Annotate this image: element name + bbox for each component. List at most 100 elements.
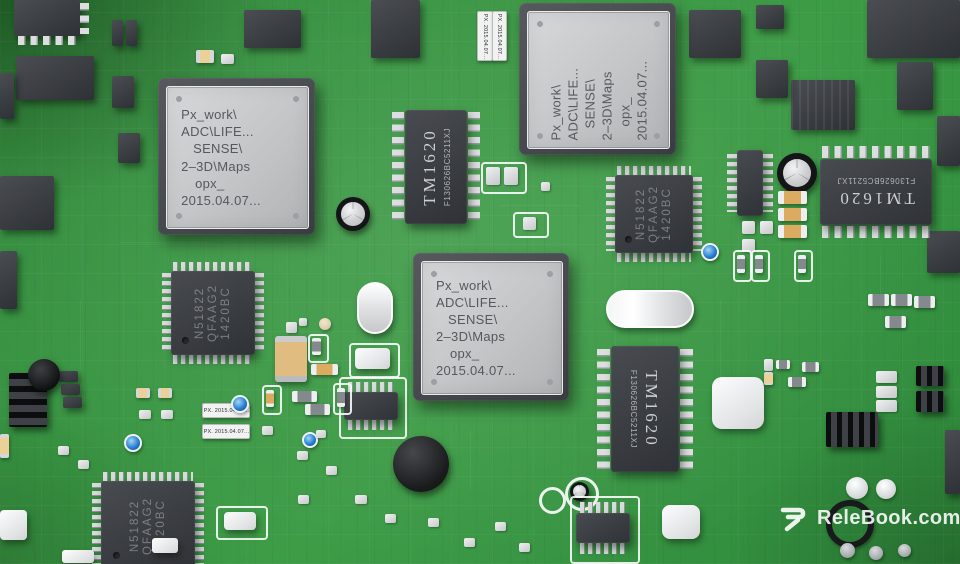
lot-code: F130626BC5211XJ [443,127,453,207]
smd-pad [428,518,439,527]
ic-body: TM1620 F130626BC5211XJ [611,346,679,472]
marking-line: ADC\LIFE... [181,124,254,140]
ic-pins [763,154,773,212]
watermark-text: ReleBook.com [817,506,960,529]
led-indicator [231,395,249,413]
part-number: N51822 [129,499,141,553]
part-number: N51822 [194,286,206,340]
ic-pins [617,166,691,175]
round-capacitor [393,436,449,492]
ic-pins [606,177,615,251]
smd-pad [385,514,396,523]
cylindrical-capacitor [28,359,60,391]
silkscreen-outline [262,385,282,415]
trace-line [470,430,471,490]
chip-marking: N51822 QFAAG2 1420BC [635,185,673,243]
ic-body [576,513,630,543]
soic-chip [576,502,630,554]
ic-pins [822,146,930,158]
smd-pad [760,221,773,234]
led-indicator [302,432,318,448]
ic-pins [597,349,610,469]
smd-resistor [778,225,807,238]
smd-pad [495,522,506,531]
marking-line: SENSE\ [582,78,598,128]
marking-line: opx_ [450,346,480,362]
qfp-module-b: Px_work\ ADC\LIFE... SENSE\ 2–3D\Maps op… [519,3,676,155]
smd-resistor [868,294,889,306]
smd-pad [519,543,530,552]
smd-capacitor [523,217,536,230]
label-sticker: PX. 2015.04.07... [492,11,507,61]
qfp-chip-corner [14,0,92,48]
smd-pad [297,451,308,460]
ic-body: N51822 QFAAG2 1420BC [171,271,255,355]
smd-pad [161,410,173,419]
ic-chip [897,62,933,110]
smd-pad [298,495,309,504]
smd-capacitor [158,388,172,398]
smd-pad [355,495,367,504]
part-number: N51822 [635,187,647,241]
trace-line [880,255,881,315]
crystal-oscillator [712,377,764,429]
metal-cap [876,479,896,499]
smd-pad [58,446,69,455]
variant-code: QFAAG2 [648,184,660,244]
chip-marking: TM1620 F130626BC5211XJ [837,176,915,208]
metal-cap [846,477,868,499]
tm1620-chip-c: TM1620 F130626BC5211XJ [597,346,693,472]
ic-pins [18,36,76,45]
smd-pad [299,318,307,326]
smd-pad [316,430,326,438]
tm1620-chip-a: TM1620 F130626BC5211XJ [392,110,480,224]
smd-capacitor [486,167,500,185]
silkscreen-outline [216,506,268,540]
test-point [319,318,331,330]
ic-body: TM1620 F130626BC5211XJ [820,159,932,225]
ic-chip [16,56,94,100]
label-sticker: PX. 2015.04.07... [477,11,493,61]
soic-chip [727,150,773,216]
ic-body: N51822 QFAAG2 1420BC [615,175,693,253]
electrolytic-capacitor [777,153,817,193]
smd-resistor [778,208,807,221]
ic-body: TM1620 F130626BC5211XJ [405,110,467,224]
smd-resistor [312,338,321,355]
ic-chip [244,10,301,48]
ic-pins [580,502,626,513]
relebook-logo-icon [780,507,806,532]
smd-resistor [802,362,819,372]
crystal-oscillator [357,282,393,334]
part-number: TM1620 [837,189,915,208]
sticker-text: PX. 2015.04.07... [481,13,489,59]
marking-line: 2–3D\Maps [181,158,251,174]
smd-pad [326,466,337,475]
marking-line: 2015.04.07... [181,192,261,208]
silkscreen-outline [570,496,640,564]
smd-resistor [788,377,806,387]
qfp-module-c: Px_work\ ADC\LIFE... SENSE\ 2–3D\Maps op… [413,253,569,401]
ic-chip [791,80,855,130]
smd-resistor [305,404,330,415]
smd-pad [139,410,151,419]
lot-code: 1420BC [661,187,673,241]
smd-capacitor [0,434,9,458]
ic-chip [112,76,134,108]
sticker-text: PX. 2015.04.07... [496,13,503,59]
marking-line: SENSE\ [448,311,498,327]
pin1-dot [625,235,633,243]
n51822-chip-a: N51822 QFAAG2 1420BC [162,262,264,364]
ic-body [14,0,80,36]
inductor [275,336,307,382]
smd-pad [262,426,273,435]
tm1620-chip-b: TM1620 F130626BC5211XJ [820,146,932,238]
watermark: ReleBook.com [778,503,960,533]
chip-marking: TM1620 F130626BC5211XJ [629,370,661,448]
ic-chip [937,116,960,166]
heatsink [826,412,878,447]
smd-pad [541,182,550,191]
silkscreen-outline [513,212,549,238]
smd-pad [221,54,234,64]
ic-chip [118,133,140,163]
